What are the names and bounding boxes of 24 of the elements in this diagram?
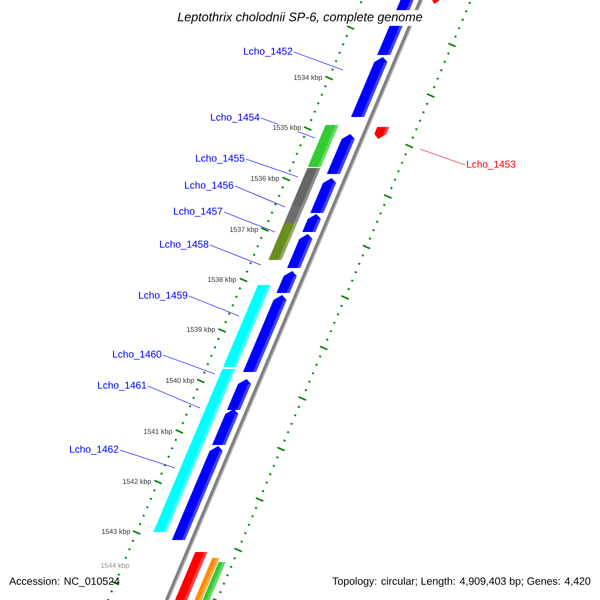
leader-line (162, 354, 216, 374)
accession-text: Accession: NC_010524 (9, 577, 120, 587)
gene-label: Lcho_1458 (160, 240, 208, 250)
gene-label: Lcho_1453 (467, 160, 516, 170)
leader-line (294, 52, 344, 70)
leader-line (246, 158, 298, 178)
gene-label: Lcho_1456 (185, 181, 234, 191)
gene-label: Lcho_1462 (70, 445, 118, 455)
leader-line (120, 450, 176, 468)
gene-label: Lcho_1454 (211, 113, 260, 123)
leader-line (188, 296, 240, 316)
leader-line (234, 186, 286, 208)
gene-label: Lcho_1459 (139, 291, 188, 301)
gene-label: Lcho_1460 (113, 350, 162, 360)
leader-line (148, 386, 200, 408)
title: Leptothrix cholodnii SP-6, complete genome (175, 10, 425, 26)
leader-line (210, 244, 262, 266)
gene-label: Lcho_1457 (174, 207, 222, 217)
leader-line (224, 212, 276, 232)
gene-label: Lcho_1452 (244, 47, 292, 57)
leader-line (420, 148, 466, 166)
genome-info-text: Topology: circular; Length: 4,909,403 bp; Genes: 4,420 (332, 577, 590, 587)
gene-label: Lcho_1455 (196, 154, 244, 164)
gene-label: Lcho_1461 (98, 381, 146, 391)
